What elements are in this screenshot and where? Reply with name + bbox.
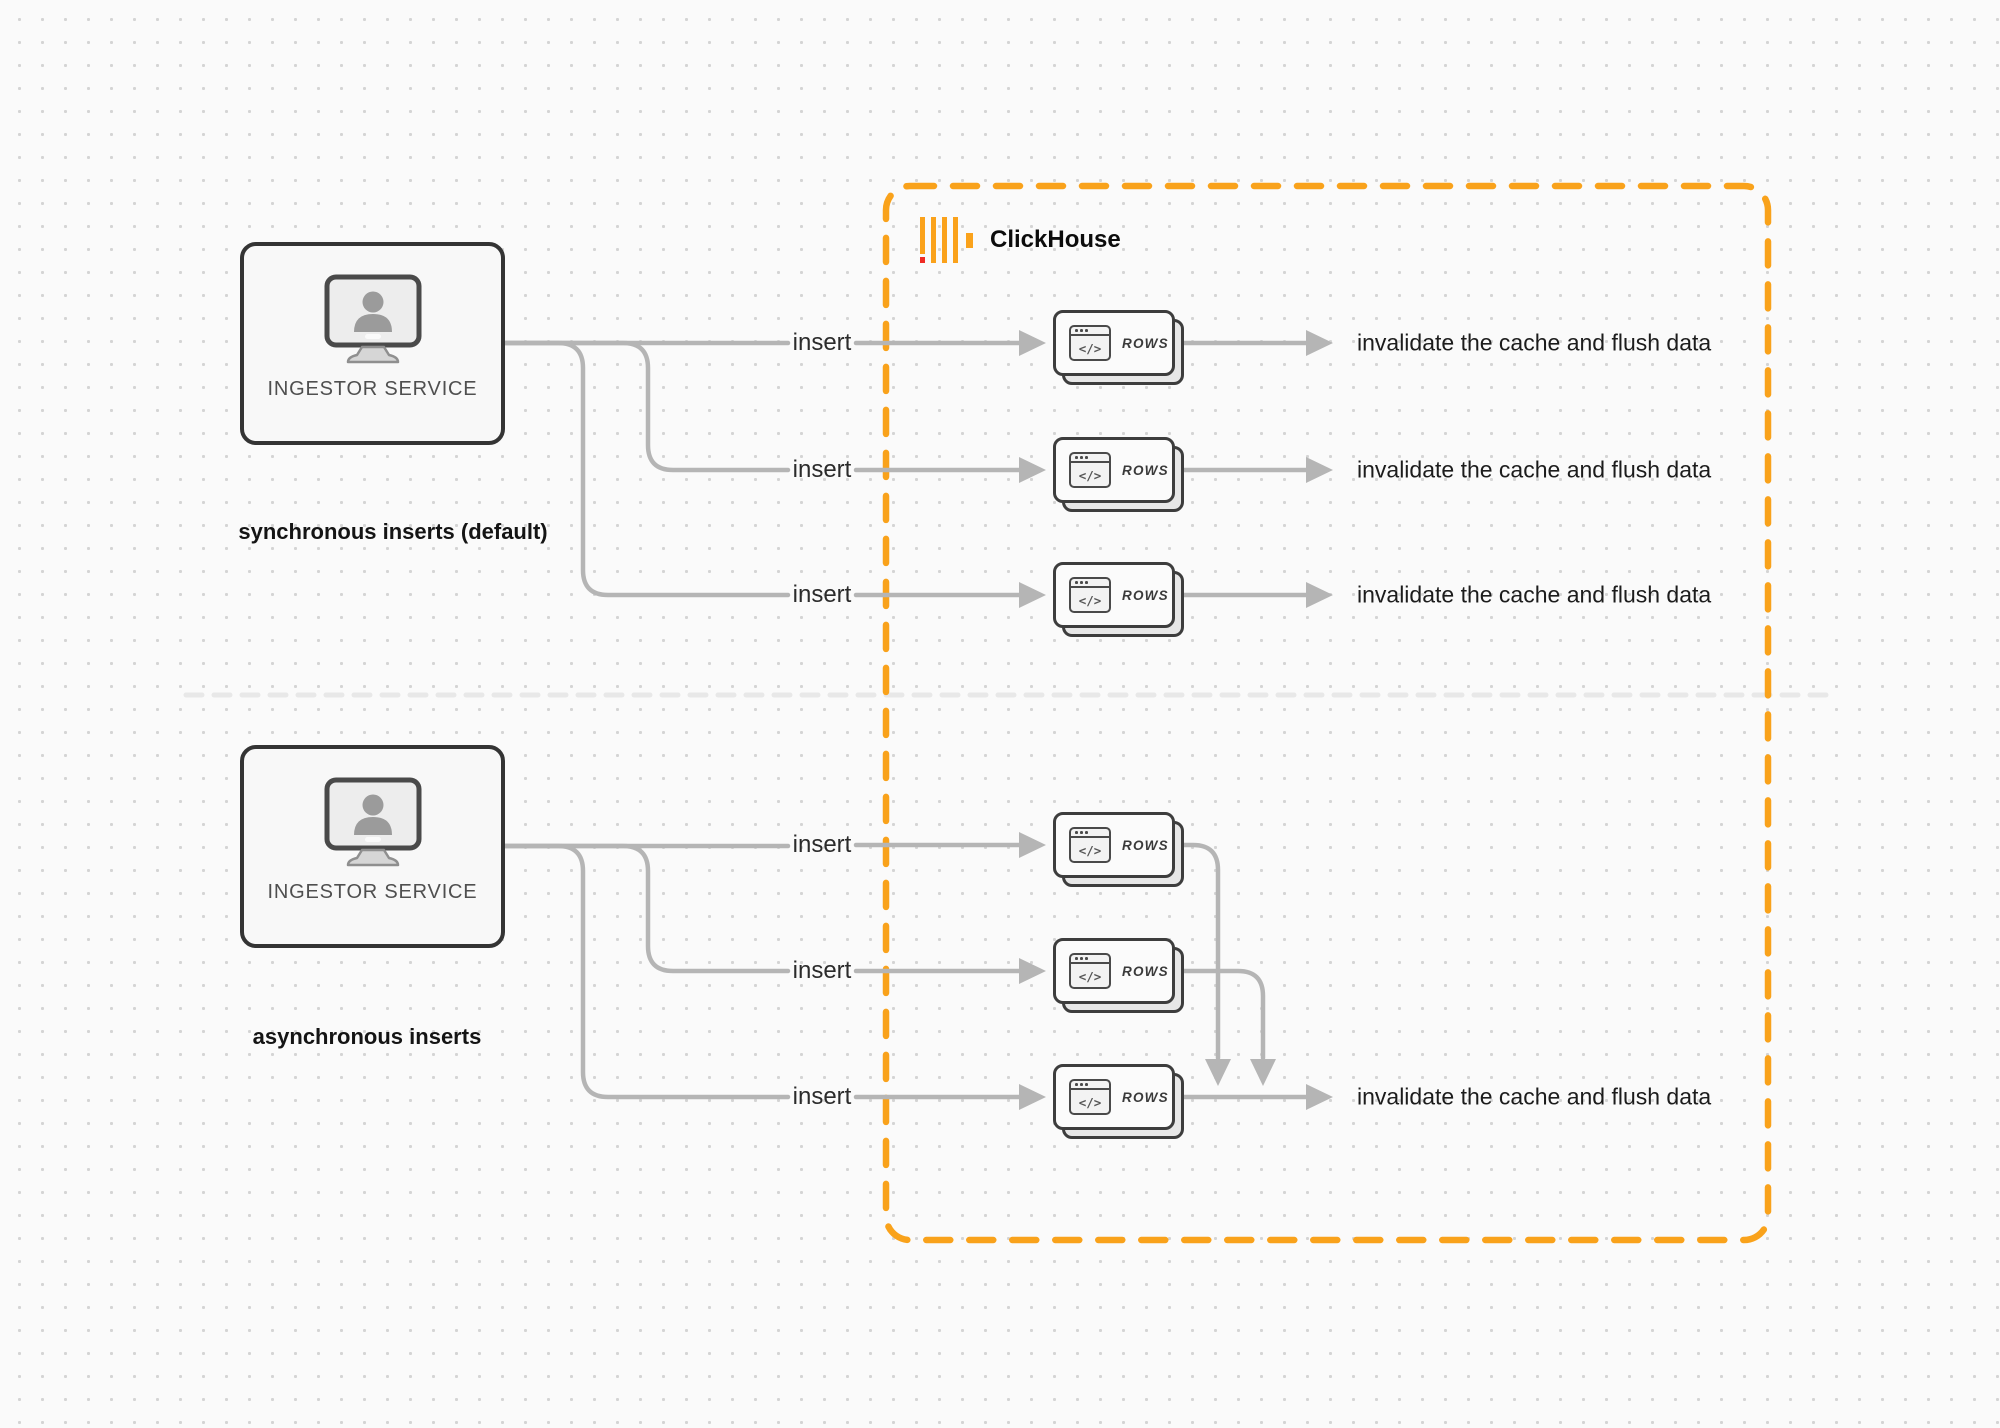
async-rows-card-1[interactable]: </> ROWS bbox=[1053, 812, 1184, 887]
async-insert-label-3: insert bbox=[792, 1083, 852, 1110]
sync-service-label: INGESTOR SERVICE bbox=[267, 378, 478, 400]
rows-card-label: ROWS bbox=[1122, 837, 1169, 853]
sync-result-label-3: invalidate the cache and flush data bbox=[1357, 581, 1712, 608]
async-service-label: INGESTOR SERVICE bbox=[267, 881, 478, 903]
sync-insert-label-1: insert bbox=[792, 329, 852, 356]
gray-connectors bbox=[502, 340, 1310, 1100]
sync-result-label-1: invalidate the cache and flush data bbox=[1357, 329, 1712, 356]
async-converge-wire-1 bbox=[1178, 842, 1221, 1061]
clickhouse-logo-icon bbox=[920, 217, 974, 263]
sync-insert-label-2: insert bbox=[792, 456, 852, 483]
sync-rows-card-1[interactable]: </> ROWS bbox=[1053, 310, 1184, 385]
card-stack-front: </> ROWS bbox=[1053, 1064, 1175, 1130]
code-window-icon: </> bbox=[1069, 577, 1111, 613]
sync-wire-row3 bbox=[502, 340, 791, 598]
sync-wire-row2 bbox=[502, 340, 791, 473]
async-wire-row3 bbox=[502, 843, 791, 1100]
sync-result-label-2: invalidate the cache and flush data bbox=[1357, 456, 1712, 483]
async-section-title: asynchronous inserts bbox=[252, 1024, 482, 1049]
sync-rows-card-2[interactable]: </> ROWS bbox=[1053, 437, 1184, 512]
code-window-icon: </> bbox=[1069, 325, 1111, 361]
async-rows-card-2[interactable]: </> ROWS bbox=[1053, 938, 1184, 1013]
async-rows-card-3[interactable]: </> ROWS bbox=[1053, 1064, 1184, 1139]
sync-ingestor-service-node[interactable]: INGESTOR SERVICE bbox=[240, 242, 505, 445]
async-result-label: invalidate the cache and flush data bbox=[1357, 1083, 1712, 1110]
code-window-icon: </> bbox=[1069, 452, 1111, 488]
sync-rows-card-3[interactable]: </> ROWS bbox=[1053, 562, 1184, 637]
sync-section-title: synchronous inserts (default) bbox=[238, 519, 548, 544]
async-converge-wire-2 bbox=[1178, 968, 1266, 1061]
arrowheads bbox=[1019, 330, 1333, 1110]
card-stack-front: </> ROWS bbox=[1053, 812, 1175, 878]
code-window-icon: </> bbox=[1069, 953, 1111, 989]
async-insert-label-1: insert bbox=[792, 831, 852, 858]
async-wire-row2 bbox=[502, 843, 791, 974]
monitor-user-icon bbox=[324, 274, 421, 364]
clickhouse-boundary bbox=[882, 182, 1772, 1244]
rows-card-label: ROWS bbox=[1122, 1089, 1169, 1105]
rows-card-label: ROWS bbox=[1122, 587, 1169, 603]
clickhouse-wordmark: ClickHouse bbox=[990, 226, 1121, 253]
sync-insert-label-3: insert bbox=[792, 581, 852, 608]
card-stack-front: </> ROWS bbox=[1053, 562, 1175, 628]
card-stack-front: </> ROWS bbox=[1053, 437, 1175, 503]
monitor-user-icon bbox=[324, 777, 421, 867]
card-stack-front: </> ROWS bbox=[1053, 310, 1175, 376]
async-insert-label-2: insert bbox=[792, 957, 852, 984]
code-window-icon: </> bbox=[1069, 827, 1111, 863]
rows-card-label: ROWS bbox=[1122, 335, 1169, 351]
rows-card-label: ROWS bbox=[1122, 963, 1169, 979]
card-stack-front: </> ROWS bbox=[1053, 938, 1175, 1004]
code-window-icon: </> bbox=[1069, 1079, 1111, 1115]
rows-card-label: ROWS bbox=[1122, 462, 1169, 478]
async-ingestor-service-node[interactable]: INGESTOR SERVICE bbox=[240, 745, 505, 948]
clickhouse-logo: ClickHouse bbox=[920, 217, 1121, 263]
